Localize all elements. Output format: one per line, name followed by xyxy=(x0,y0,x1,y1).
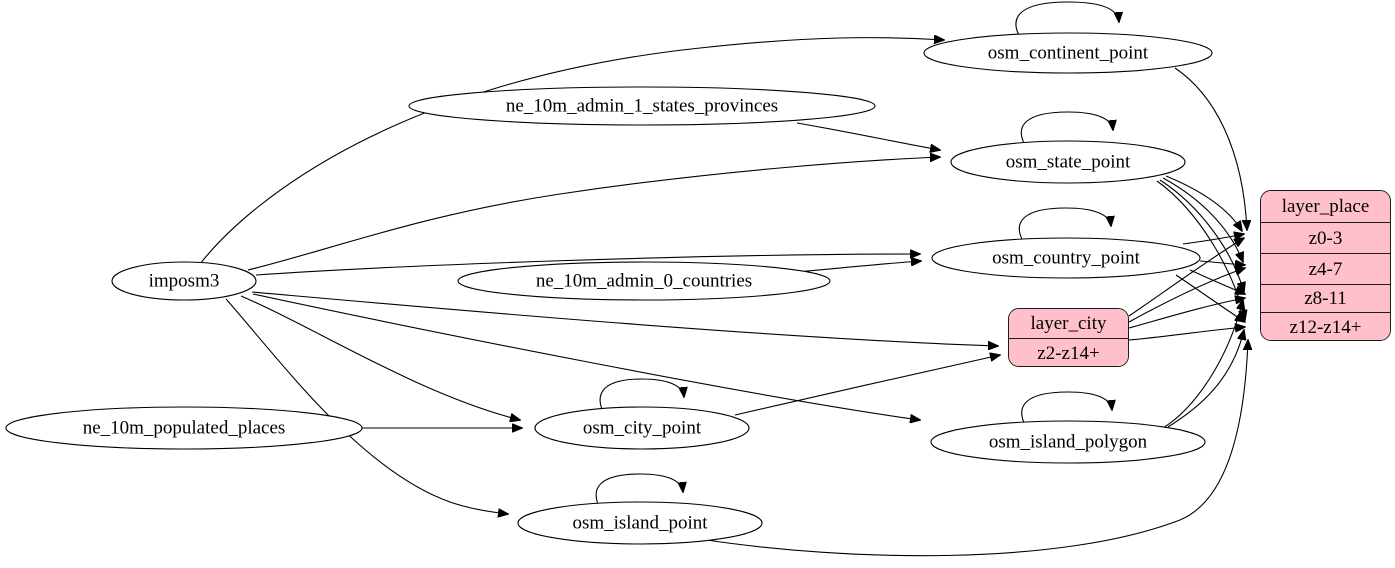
edge-layer_city-layer_place-z12 xyxy=(1128,327,1245,341)
node-osm_island_point[interactable]: osm_island_point xyxy=(517,501,763,545)
edge-ne_countries-osm_country_point xyxy=(797,261,921,273)
node-ne_10m_admin_0_countries[interactable]: ne_10m_admin_0_countries xyxy=(457,261,831,301)
node-label-osm_state_point: osm_state_point xyxy=(1006,151,1131,172)
record-node-layer-place[interactable]: layer_place z0-3 z4-7 z8-11 z12-z14+ xyxy=(1260,190,1391,341)
node-osm_state_point[interactable]: osm_state_point xyxy=(950,140,1186,184)
node-label-osm_island_polygon: osm_island_polygon xyxy=(989,431,1148,452)
edge-osm_state_point-layer_place-z8 xyxy=(1159,179,1244,292)
edge-self-osm_island_polygon xyxy=(1021,391,1112,428)
edge-self-osm_state_point xyxy=(1020,111,1113,148)
record-node-layer-city[interactable]: layer_city z2-z14+ xyxy=(1008,308,1129,367)
edge-osm_state_point-layer_place-z0 xyxy=(1165,175,1242,231)
edge-imposm3-osm_continent_point xyxy=(199,38,944,265)
edge-osm_island_point-layer_place-z12 xyxy=(699,340,1248,557)
node-label-osm_country_point: osm_country_point xyxy=(992,247,1140,268)
node-layer: imposm3 ne_10m_populated_places ne_10m_a… xyxy=(5,32,1213,545)
edge-ne_states-osm_state_point xyxy=(796,122,940,150)
layer-place-row-z0-3[interactable]: z0-3 xyxy=(1261,223,1390,254)
node-osm_city_point[interactable]: osm_city_point xyxy=(534,406,750,450)
edge-layer_city-layer_place-z4 xyxy=(1128,268,1245,323)
layer-city-title: layer_city xyxy=(1009,309,1128,339)
edge-self-osm_island_point xyxy=(595,473,683,510)
edge-osm_country_point-layer_place-z0 xyxy=(1182,234,1244,245)
edge-imposm3-osm_state_point xyxy=(247,157,940,271)
edge-osm_country_point-layer_place-z4 xyxy=(1199,261,1245,265)
node-label-ne_10m_populated_places: ne_10m_populated_places xyxy=(83,417,286,438)
edge-imposm3-osm_city_point xyxy=(240,295,520,420)
edge-imposm3-layer_city xyxy=(251,291,998,346)
node-osm_country_point[interactable]: osm_country_point xyxy=(931,237,1201,279)
node-label-osm_city_point: osm_city_point xyxy=(583,417,702,438)
node-osm_island_polygon[interactable]: osm_island_polygon xyxy=(930,420,1206,464)
node-imposm3[interactable]: imposm3 xyxy=(111,261,257,301)
edge-osm_state_point-layer_place-z4 xyxy=(1162,177,1243,262)
node-label-osm_island_point: osm_island_point xyxy=(572,512,708,533)
edge-osm_city_point-layer_city xyxy=(734,355,1000,416)
edge-osm_island_polygon-layer_place-z12 xyxy=(1167,330,1244,428)
layer-place-row-z12-z14[interactable]: z12-z14+ xyxy=(1261,313,1390,340)
layer-place-title: layer_place xyxy=(1261,191,1390,223)
layer-city-row-z2-z14[interactable]: z2-z14+ xyxy=(1009,339,1128,366)
layer-place-row-z8-11[interactable]: z8-11 xyxy=(1261,285,1390,313)
edge-layer_city-layer_place-z0 xyxy=(1128,238,1244,317)
node-label-osm_continent_point: osm_continent_point xyxy=(988,42,1149,63)
edge-self-osm_country_point xyxy=(1018,207,1111,244)
edge-osm_country_point-layer_place-z12 xyxy=(1175,274,1245,322)
edge-osm_country_point-layer_place-z8 xyxy=(1189,269,1245,294)
node-ne_10m_populated_places[interactable]: ne_10m_populated_places xyxy=(5,406,363,450)
edge-layer_city-layer_place-z8 xyxy=(1128,298,1245,329)
node-osm_continent_point[interactable]: osm_continent_point xyxy=(923,32,1213,74)
edge-imposm3-osm_island_polygon xyxy=(252,293,920,420)
edge-imposm3-osm_island_point xyxy=(225,298,508,514)
edge-osm_island_polygon-layer_place-z8 xyxy=(1162,300,1243,429)
edge-imposm3-osm_country_point xyxy=(255,254,920,276)
edge-self-osm_city_point xyxy=(599,378,684,415)
node-label-ne_10m_admin_0_countries: ne_10m_admin_0_countries xyxy=(536,270,752,291)
edge-osm_continent_point-layer_place-z0 xyxy=(1174,67,1247,230)
node-label-ne_10m_admin_1_states_provinces: ne_10m_admin_1_states_provinces xyxy=(506,95,778,116)
layer-place-row-z4-7[interactable]: z4-7 xyxy=(1261,254,1390,285)
node-ne_10m_admin_1_states_provinces[interactable]: ne_10m_admin_1_states_provinces xyxy=(408,86,876,126)
edge-self-osm_continent_point xyxy=(1015,1,1119,40)
edge-layer xyxy=(199,1,1248,557)
node-label-imposm3: imposm3 xyxy=(149,270,220,291)
